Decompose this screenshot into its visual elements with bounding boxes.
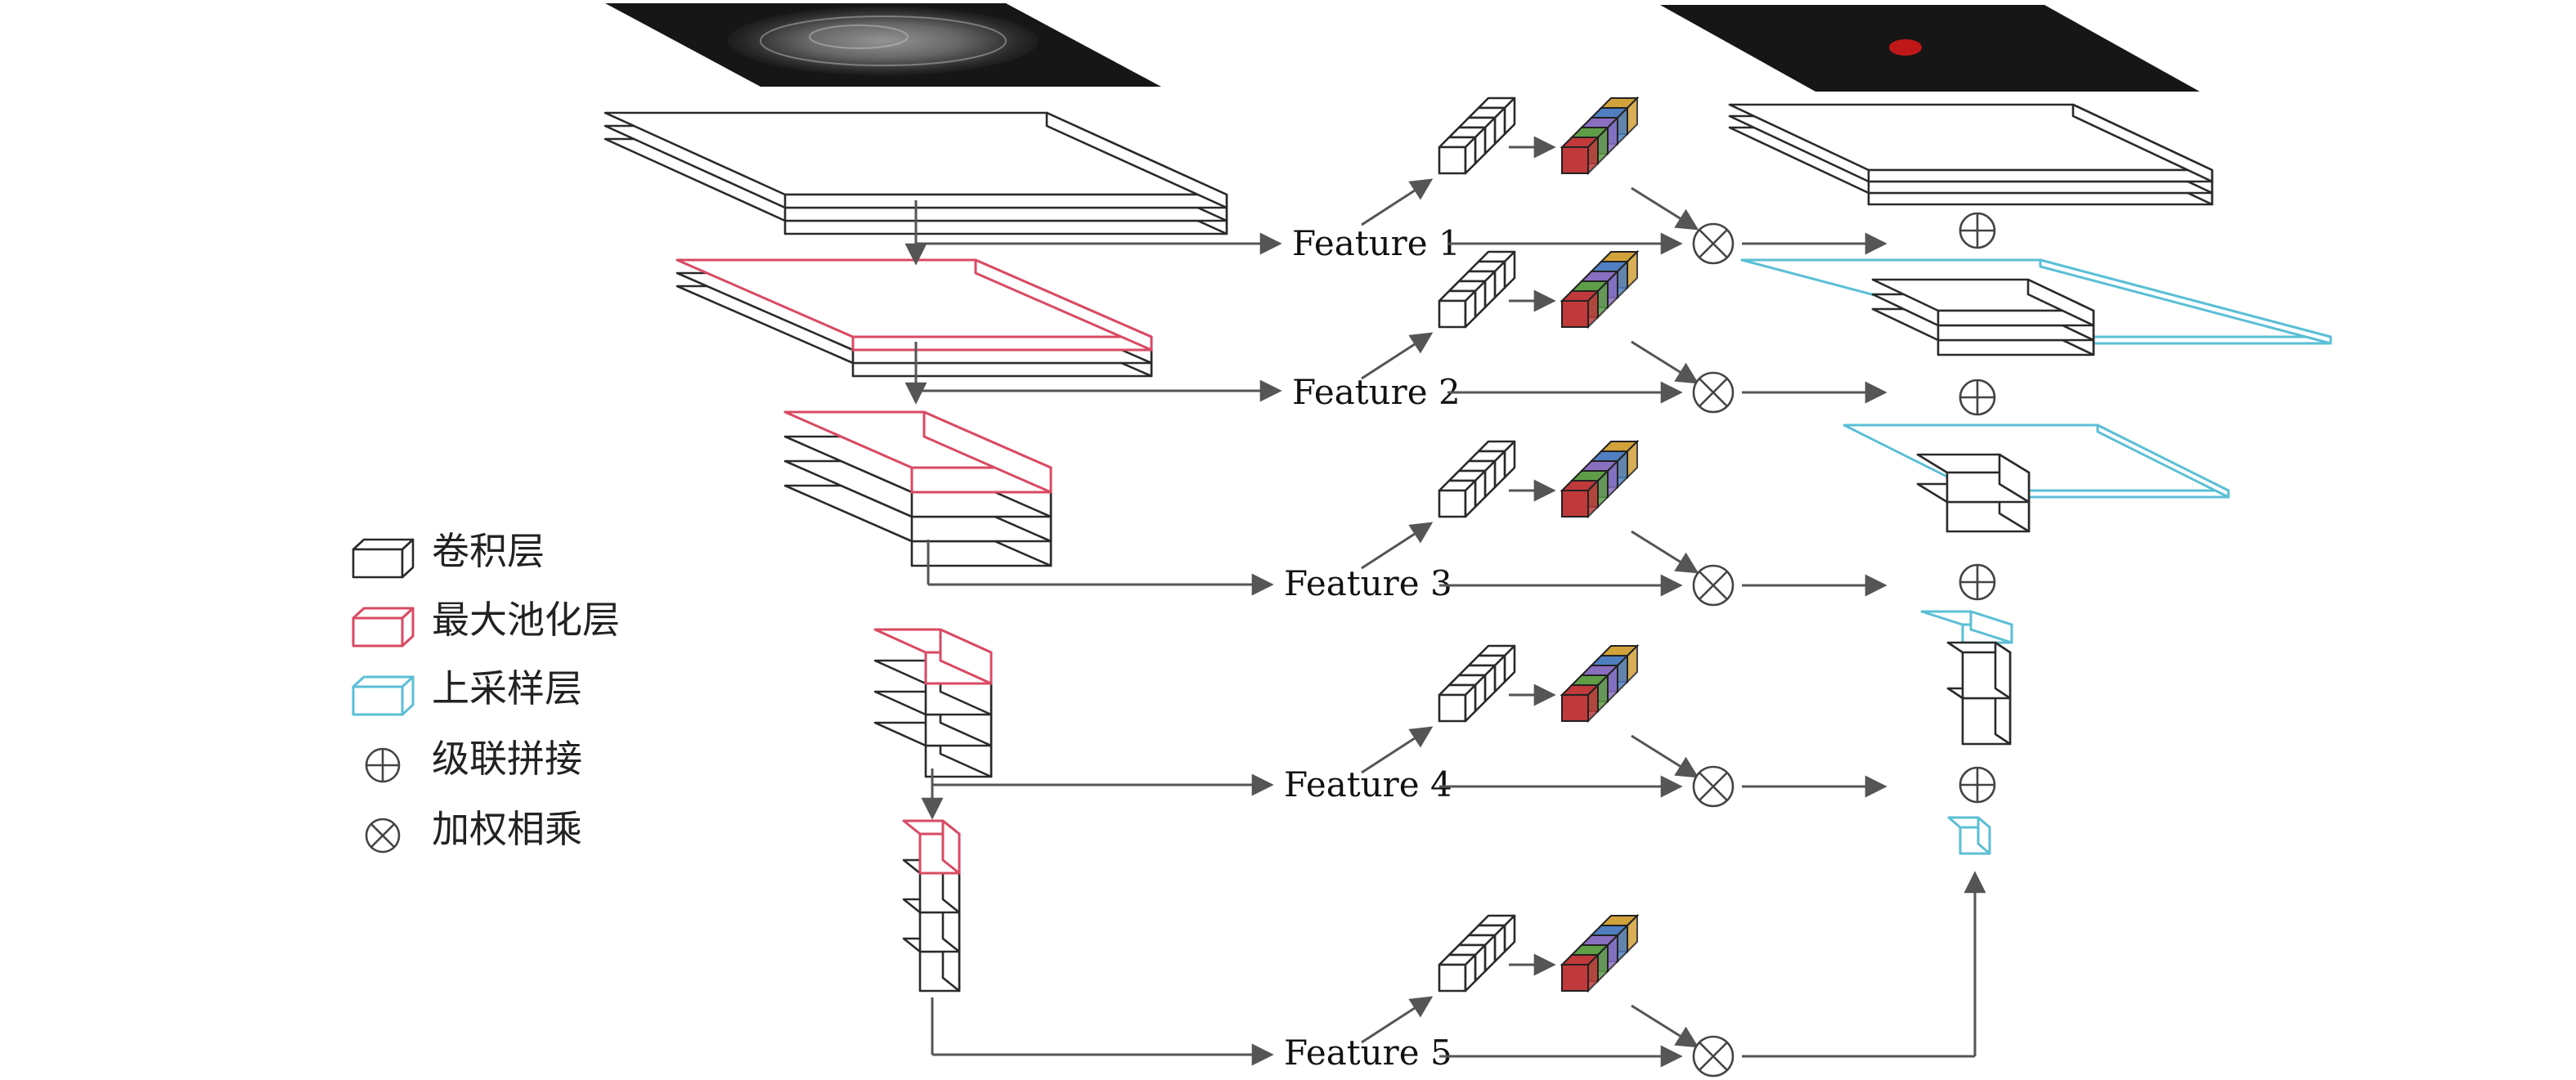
attention-module-4	[1361, 643, 1699, 778]
legend-concat-icon	[365, 747, 401, 783]
white-cube	[1438, 953, 1477, 993]
legend-multiply-icon	[365, 818, 401, 854]
feature-3-label: Feature 3	[1284, 563, 1452, 603]
legend-concat-label: 级联拼接	[432, 737, 582, 781]
encoder-level-5	[902, 819, 961, 993]
encoder-level-3	[783, 410, 1052, 567]
encoder-level-4	[873, 628, 993, 778]
legend-upsample-icon	[352, 675, 415, 716]
legend-conv-label: 卷积层	[432, 529, 545, 573]
multiply-operators	[1692, 222, 1735, 1078]
encoder-level-1	[604, 111, 1228, 235]
weight-cube	[1560, 289, 1600, 329]
multiply-operator-4	[1692, 765, 1735, 808]
concat-operator-2	[1959, 379, 1996, 416]
attention-module-5	[1361, 913, 1699, 1048]
feature-1-label: Feature 1	[1292, 223, 1461, 263]
decoder-level-4-conv-layer-1	[1946, 641, 2012, 700]
legend-maxpool-label: 最大池化层	[432, 598, 620, 642]
white-cube	[1438, 479, 1477, 518]
decoder-level-3-upsample	[1842, 423, 2230, 499]
attention-flow-arrows	[1439, 232, 1986, 1068]
decoder-level-1-layer-1	[1728, 103, 2214, 183]
concat-operators	[1959, 212, 1996, 804]
attention-modules	[1361, 96, 1699, 1048]
decoder-level-2-conv	[1871, 278, 2095, 356]
white-cube	[1438, 289, 1477, 329]
multiply-operator-2	[1692, 371, 1735, 414]
concat-operator-3	[1959, 563, 1996, 601]
decoder-level-5-upsample	[1947, 816, 1991, 855]
encoder-path	[604, 111, 1228, 993]
decoder-level-4-conv-layer-2	[1946, 687, 2012, 746]
weight-cube	[1560, 478, 1600, 519]
attention-module-3	[1361, 439, 1699, 574]
decoder-level-4-conv	[1946, 641, 2012, 746]
encoder-level-5-layer-1	[902, 819, 961, 875]
decoder-path	[1728, 103, 2332, 855]
feature-4-label: Feature 4	[1284, 764, 1452, 804]
decoder-level-4-upsample	[1920, 610, 2013, 644]
concat-operator-1	[1959, 212, 1996, 249]
weight-cube	[1560, 135, 1600, 176]
decoder-level-3-conv-layer-1	[1916, 453, 2031, 504]
decoder-level-2-conv-layer-1	[1871, 278, 2095, 327]
encoder-level-2	[675, 258, 1153, 378]
legend-maxpool-icon	[352, 607, 415, 648]
legend-conv-icon	[352, 538, 415, 579]
input-mri-image	[605, 3, 1161, 87]
legend: 卷积层 最大池化层 上采样层 级联拼接 加权相乘	[352, 529, 620, 854]
feature-5-label: Feature 5	[1284, 1033, 1452, 1073]
white-cube	[1438, 136, 1477, 175]
multiply-operator-3	[1692, 564, 1735, 607]
attention-module-1	[1361, 96, 1699, 231]
legend-multiply-label: 加权相乘	[432, 807, 582, 851]
encoder-level-1-layer-1	[604, 111, 1228, 209]
weight-cube	[1560, 952, 1600, 993]
concat-operator-4	[1959, 766, 1996, 804]
encoder-level-2-layer-1	[675, 258, 1153, 352]
multiply-operator-1	[1692, 222, 1735, 265]
encoder-level-4-layer-1	[873, 628, 993, 685]
decoder-level-1	[1728, 103, 2214, 206]
skip-connections	[904, 200, 1282, 1066]
attention-module-2	[1361, 249, 1699, 384]
feature-2-label: Feature 2	[1292, 372, 1461, 412]
multiply-operator-5	[1692, 1035, 1735, 1078]
weight-cube	[1560, 683, 1600, 724]
white-cube	[1438, 683, 1477, 723]
output-segmentation-mask	[1660, 5, 2200, 92]
legend-upsample-label: 上采样层	[432, 666, 582, 710]
encoder-level-3-layer-1	[783, 410, 1052, 494]
decoder-level-3-conv	[1916, 453, 2031, 533]
